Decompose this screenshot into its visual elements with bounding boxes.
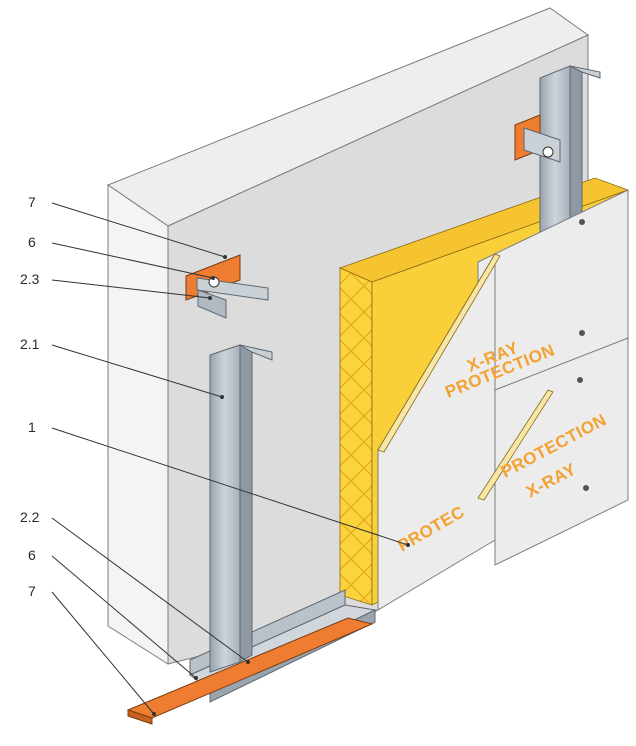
board-screw	[579, 330, 585, 336]
board-edge-strip	[377, 253, 501, 453]
callout-label-7-top: 7	[28, 194, 36, 210]
board-screw	[583, 485, 589, 491]
protection-boards: PROTECTION X-RAY PROTECTION X-RAY PROTEC	[377, 189, 629, 611]
callout-label-7-bottom: 7	[28, 583, 36, 599]
callout-label-6-bottom: 6	[28, 547, 36, 563]
callout-label-2-1: 2.1	[20, 336, 40, 352]
board-screw	[579, 219, 585, 225]
floor-lead-strip-edge	[127, 709, 153, 725]
leader-dots	[152, 255, 410, 716]
callout-label-2-2: 2.2	[20, 509, 40, 525]
board-screw	[577, 377, 583, 383]
insulation-side	[339, 267, 373, 606]
board-middle	[494, 337, 629, 566]
lower-stud	[209, 344, 273, 673]
upper-screw	[542, 146, 554, 158]
callout-label-2-3: 2.3	[20, 271, 40, 287]
leader-lines	[51, 202, 409, 715]
callout-label-1: 1	[28, 419, 36, 435]
upper-bracket	[514, 114, 561, 163]
callout-label-6-top: 6	[28, 234, 36, 250]
board-edge-strip-2	[477, 389, 554, 501]
